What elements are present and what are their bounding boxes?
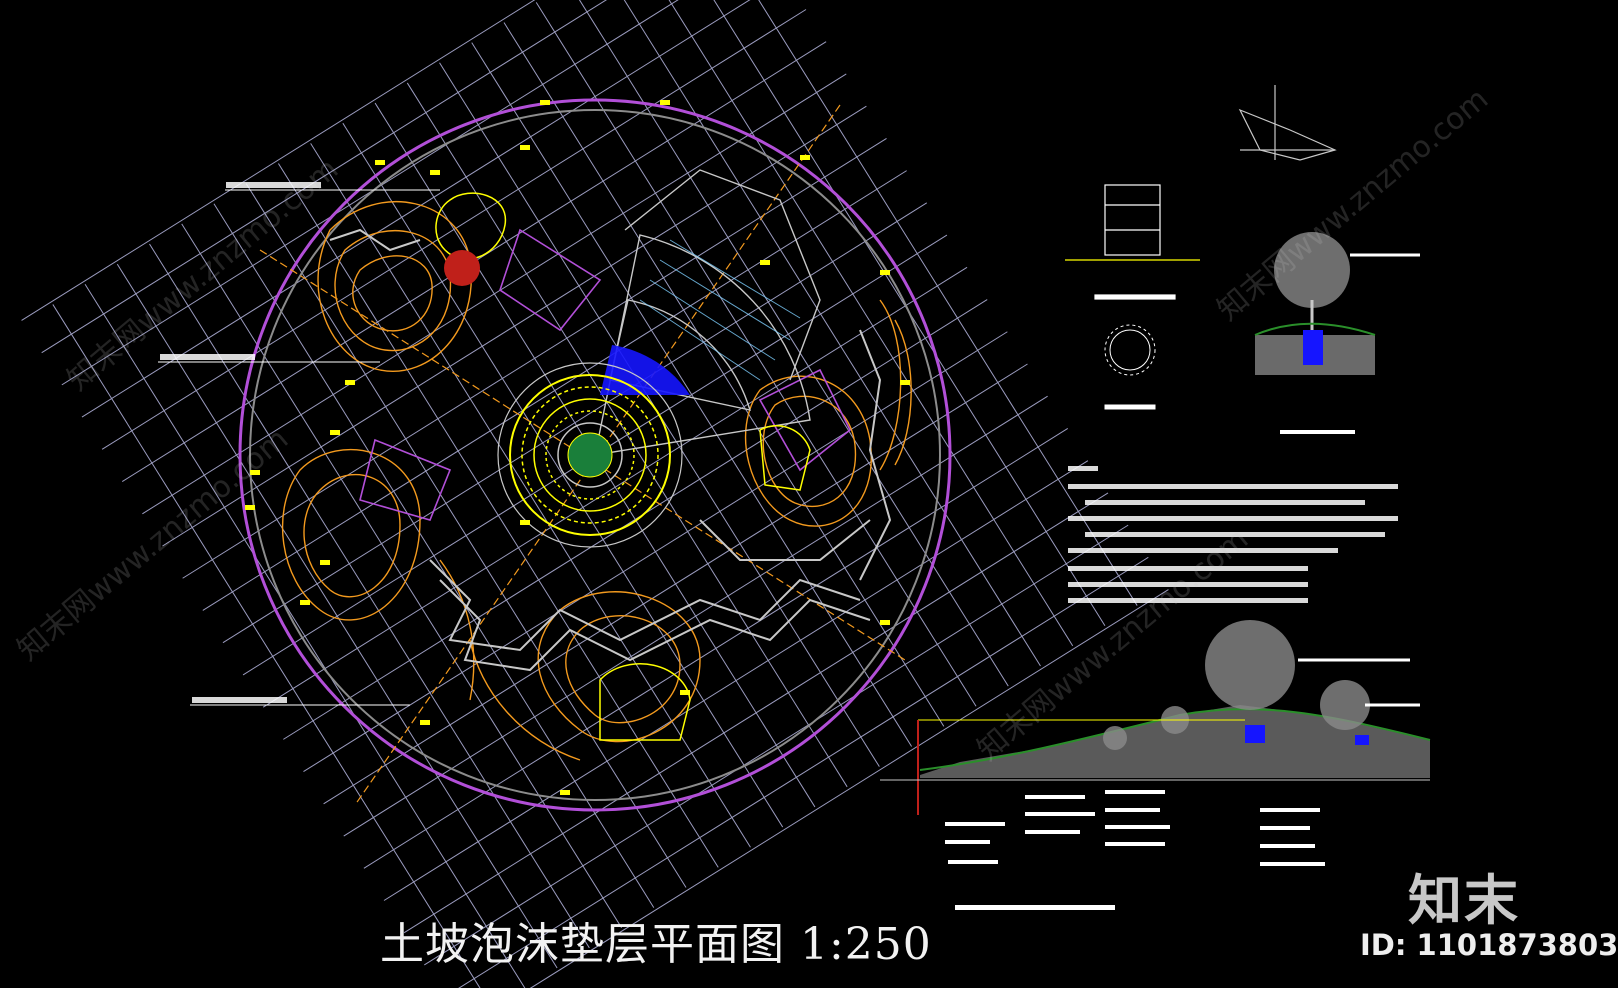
callout-line (1260, 844, 1315, 848)
callout-line (1025, 830, 1080, 834)
label-marker (430, 170, 440, 175)
note-line (1085, 532, 1385, 537)
drawing-title: 土坡泡沫垫层平面图 1:250 (380, 919, 932, 970)
label-marker (320, 560, 330, 565)
image-id: ID: 1101873803 (1360, 928, 1618, 962)
callout-line (1025, 812, 1095, 816)
central-plaza (497, 362, 683, 548)
label-marker (680, 690, 690, 695)
callout-line (948, 860, 998, 864)
note-line (1068, 582, 1308, 587)
callout-line (945, 840, 990, 844)
callout-line (1025, 795, 1085, 799)
note-line (1068, 548, 1338, 553)
callout-line (1105, 790, 1165, 794)
frame-section-detail (1065, 184, 1200, 300)
note-line (1085, 500, 1365, 505)
label-marker (250, 470, 260, 475)
label-marker (800, 155, 810, 160)
label-marker (880, 620, 890, 625)
label-marker (345, 380, 355, 385)
callout-line (1260, 862, 1325, 866)
tree-section-detail (1254, 232, 1420, 434)
label-marker (560, 790, 570, 795)
note-line (1068, 466, 1098, 471)
label-marker (900, 380, 910, 385)
brand-logo: 知末 (1408, 869, 1520, 932)
callout-line (1260, 808, 1320, 812)
callout-line (1105, 825, 1170, 829)
label-marker (760, 260, 770, 265)
long-section-detail (880, 620, 1431, 910)
label-marker (420, 720, 430, 725)
note-line (1068, 516, 1398, 521)
amphitheatre (594, 169, 821, 456)
callout-line (1260, 826, 1310, 830)
callout-line (1105, 842, 1165, 846)
note-line (1068, 566, 1308, 571)
callout-line (1105, 808, 1160, 812)
callout-line (945, 822, 1005, 826)
label-marker (880, 270, 890, 275)
north-arrow (1238, 85, 1337, 161)
design-notes (1068, 466, 1398, 603)
note-line (1068, 484, 1398, 489)
label-marker (520, 145, 530, 150)
round-plan-detail (1104, 324, 1156, 410)
label-marker (330, 430, 340, 435)
label-marker (540, 100, 550, 105)
site-plan (158, 98, 952, 812)
note-line (1068, 598, 1308, 603)
label-marker (300, 600, 310, 605)
label-marker (245, 505, 255, 510)
label-marker (660, 100, 670, 105)
label-marker (520, 520, 530, 525)
label-marker (375, 160, 385, 165)
